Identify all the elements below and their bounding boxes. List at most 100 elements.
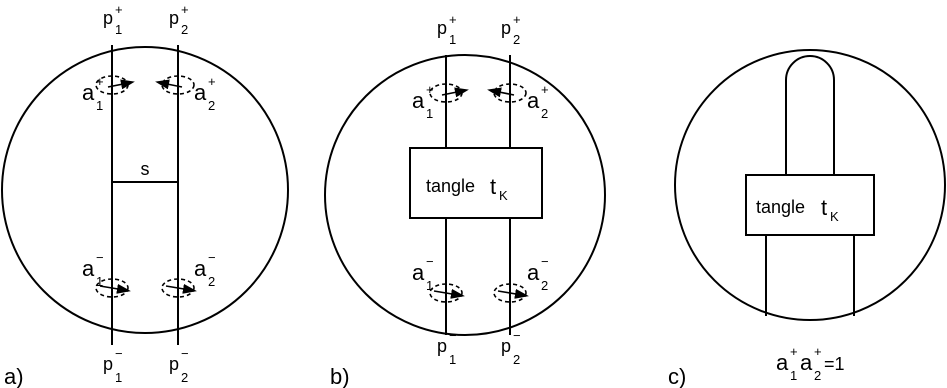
svg-text:a: a	[194, 256, 207, 281]
svg-text:+: +	[208, 74, 216, 89]
label-b-a2-plus: a + 2	[527, 82, 549, 121]
svg-text:2: 2	[208, 274, 215, 289]
tangle-box-b	[409, 147, 543, 219]
svg-text:2: 2	[814, 368, 821, 383]
label-p1-minus: p − 1	[103, 346, 123, 385]
svg-text:p: p	[169, 354, 179, 374]
panel-b-tag: b)	[330, 364, 350, 388]
label-a2-minus: a − 2	[194, 250, 216, 289]
svg-text:−: −	[541, 254, 549, 269]
svg-text:2: 2	[513, 32, 520, 47]
label-b-p2-minus: p − 2	[501, 328, 521, 367]
svg-text:1: 1	[115, 22, 122, 37]
panel-c-cap-arc	[785, 55, 835, 175]
svg-text:2: 2	[181, 370, 188, 385]
svg-text:a: a	[412, 260, 425, 285]
svg-text:a: a	[82, 80, 95, 105]
panel-c: tangle t K a + 1 a + 2 =1 c)	[668, 49, 946, 388]
label-b-a1-minus: a − 1	[412, 254, 434, 293]
svg-text:+: +	[790, 344, 798, 359]
svg-text:2: 2	[513, 352, 520, 367]
svg-text:1: 1	[449, 352, 456, 367]
svg-text:+: +	[115, 2, 123, 17]
label-p2-plus: p + 2	[169, 2, 189, 37]
tangle-word-b: tangle	[426, 176, 475, 196]
svg-text:−: −	[426, 254, 434, 269]
tangle-symbol-b: t	[490, 174, 496, 199]
svg-text:1: 1	[96, 274, 103, 289]
svg-text:p: p	[501, 336, 511, 356]
label-p2-minus: p − 2	[169, 346, 189, 385]
svg-text:p: p	[501, 18, 511, 38]
svg-text:1: 1	[426, 278, 433, 293]
svg-text:−: −	[208, 250, 216, 265]
panel-b: tangle t K p + 1 p + 2 p − 1 p − 2	[324, 12, 606, 388]
arrow-b-a1-plus	[441, 87, 469, 98]
arrow-a1-minus	[99, 283, 131, 294]
svg-text:+: +	[814, 344, 822, 359]
label-a1-plus: a + 1	[82, 74, 104, 113]
svg-text:a: a	[194, 80, 207, 105]
loop-a2-plus	[161, 75, 195, 95]
svg-text:−: −	[115, 346, 123, 361]
tangle-symbol-c: t	[821, 195, 827, 220]
svg-text:p: p	[437, 18, 447, 38]
arrow-b-a1-minus	[433, 288, 465, 299]
label-b-a1-plus: a + 1	[412, 82, 434, 121]
svg-text:2: 2	[181, 22, 188, 37]
svg-text:a: a	[776, 350, 789, 375]
svg-text:a: a	[527, 88, 540, 113]
svg-text:p: p	[103, 354, 113, 374]
tangle-word-c: tangle	[756, 197, 805, 217]
svg-text:+: +	[96, 74, 104, 89]
tangle-sub-b: K	[499, 188, 508, 203]
panel-c-tag: c)	[668, 364, 686, 388]
label-b-p2-plus: p + 2	[501, 12, 521, 47]
arrow-b-a2-plus	[487, 87, 515, 98]
arrow-a2-minus	[165, 283, 197, 294]
svg-text:a: a	[800, 350, 813, 375]
svg-text:1: 1	[449, 32, 456, 47]
label-b-p1-minus: p − 1	[437, 328, 457, 367]
tangle-sub-c: K	[830, 209, 839, 224]
label-a1-minus: a − 1	[82, 250, 104, 289]
svg-text:a: a	[412, 88, 425, 113]
svg-text:1: 1	[790, 368, 797, 383]
svg-text:2: 2	[541, 278, 548, 293]
arrow-a1-plus	[107, 79, 135, 90]
svg-text:1: 1	[426, 106, 433, 121]
svg-text:1: 1	[96, 98, 103, 113]
svg-text:p: p	[437, 336, 447, 356]
svg-text:+: +	[541, 82, 549, 97]
svg-text:1: 1	[115, 370, 122, 385]
svg-text:+: +	[181, 2, 189, 17]
svg-text:a: a	[527, 260, 540, 285]
svg-text:2: 2	[541, 106, 548, 121]
label-b-a2-minus: a − 2	[527, 254, 549, 293]
segment-label: s	[141, 159, 150, 179]
label-p1-plus: p + 1	[103, 2, 123, 37]
svg-text:2: 2	[208, 98, 215, 113]
arrow-b-a2-minus	[497, 288, 529, 299]
svg-text:−: −	[449, 328, 457, 343]
panel-a: s p + 1 p + 2 p − 1 p − 2	[1, 2, 289, 388]
svg-text:+: +	[513, 12, 521, 27]
loop-b-a2-plus	[493, 83, 527, 103]
svg-text:−: −	[181, 346, 189, 361]
panel-a-circle	[1, 46, 289, 334]
panel-a-tag: a)	[4, 364, 24, 388]
arrow-a2-plus	[155, 79, 183, 90]
svg-text:−: −	[513, 328, 521, 343]
relation-equation: a + 1 a + 2 =1	[776, 344, 845, 383]
svg-text:+: +	[449, 12, 457, 27]
label-b-p1-plus: p + 1	[437, 12, 457, 47]
svg-text:p: p	[103, 8, 113, 28]
svg-text:−: −	[96, 250, 104, 265]
tangle-box-c	[745, 174, 875, 236]
panel-b-circle	[324, 54, 606, 336]
svg-text:=1: =1	[824, 354, 845, 374]
label-a2-plus: a + 2	[194, 74, 216, 113]
svg-text:a: a	[82, 256, 95, 281]
svg-text:p: p	[169, 8, 179, 28]
